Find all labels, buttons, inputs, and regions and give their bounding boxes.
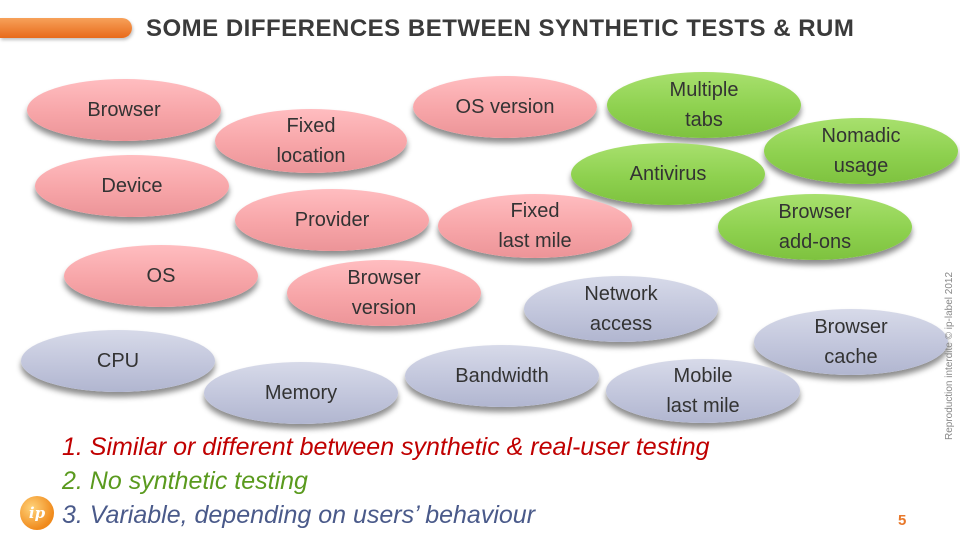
- oval-multiple-tabs: Multiple tabs: [607, 72, 801, 138]
- oval-browser-add-ons: Browser add-ons: [718, 194, 912, 260]
- oval-device: Device: [35, 155, 229, 217]
- oval-antivirus: Antivirus: [571, 143, 765, 205]
- oval-cpu: CPU: [21, 330, 215, 392]
- copyright-notice: Reproduction interdite © ip-label 2012: [944, 271, 955, 440]
- oval-mobile-last-mile: Mobile last mile: [606, 359, 800, 423]
- oval-fixed-location: Fixed location: [215, 109, 407, 173]
- oval-fixed-last-mile: Fixed last mile: [438, 194, 632, 258]
- title-accent-bar: [0, 18, 132, 38]
- oval-os-version: OS version: [413, 76, 597, 138]
- oval-browser-version: Browser version: [287, 260, 481, 326]
- page-title: SOME DIFFERENCES BETWEEN SYNTHETIC TESTS…: [146, 15, 855, 42]
- oval-provider: Provider: [235, 189, 429, 251]
- legend-item-similar-or-different: 1. Similar or different between syntheti…: [62, 433, 710, 461]
- legend-item-no-synthetic: 2. No synthetic testing: [62, 467, 308, 495]
- legend-item-variable: 3. Variable, depending on users’ behavio…: [62, 501, 536, 529]
- page-number: 5: [898, 512, 907, 529]
- oval-os: OS: [64, 245, 258, 307]
- oval-memory: Memory: [204, 362, 398, 424]
- oval-nomadic-usage: Nomadic usage: [764, 118, 958, 184]
- ip-label-logo-icon: ip: [20, 496, 54, 530]
- oval-browser: Browser: [27, 79, 221, 141]
- oval-browser-cache: Browser cache: [754, 309, 948, 375]
- oval-bandwidth: Bandwidth: [405, 345, 599, 407]
- oval-network-access: Network access: [524, 276, 718, 342]
- legend: 1. Similar or different between syntheti…: [62, 430, 710, 532]
